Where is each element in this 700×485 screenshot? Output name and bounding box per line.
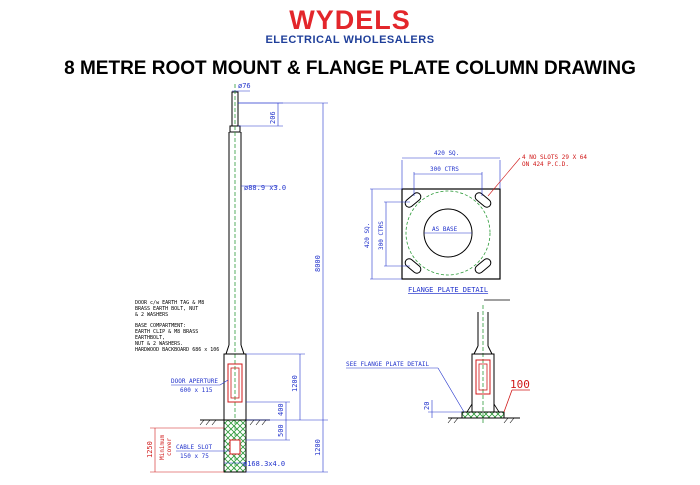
svg-text:NUT & 2 WASHERS.: NUT & 2 WASHERS. [135, 341, 183, 347]
flange-base-plate [461, 411, 505, 419]
see-flange-note: SEE FLANGE PLATE DETAIL [346, 361, 429, 368]
flange-column-elevation [447, 305, 520, 425]
svg-text:HARDWOOD BACKBOARD 686 x 106: HARDWOOD BACKBOARD 686 x 106 [135, 347, 219, 353]
svg-text:EARTH CLIP & M8 BRASS: EARTH CLIP & M8 BRASS [135, 329, 198, 335]
svg-text:EARTHBOLT,: EARTHBOLT, [135, 335, 165, 341]
as-base-label: AS BASE [432, 226, 458, 233]
base-note: BASE COMPARTMENT: EARTH CLIP & M8 BRASS … [135, 323, 219, 353]
column-elevation [199, 84, 270, 473]
flange-caption: FLANGE PLATE DETAIL [408, 286, 488, 294]
logo-brand: WYDELS [289, 5, 411, 35]
logo: WYDELS ELECTRICAL WHOLESALERS [0, 6, 700, 46]
door-note: DOOR c/w EARTH TAG & M8 BRASS EARTH BOLT… [135, 300, 204, 318]
root-label-line1: Minimum [159, 434, 166, 460]
slots-note-line2: ON 424 P.C.D. [522, 161, 569, 168]
dim-1200-lower: 1200 [314, 439, 322, 456]
logo-tagline: ELECTRICAL WHOLESALERS [265, 34, 435, 46]
shaft-diameter-label: ø88.9 x3.0 [244, 184, 286, 192]
dim-20: 20 [423, 402, 431, 410]
flange-pcd-circle [405, 190, 491, 276]
top-diameter-label: ø76 [238, 82, 251, 90]
svg-text:BRASS EARTH BOLT, NUT: BRASS EARTH BOLT, NUT [135, 306, 198, 312]
root-depth-label: 1250 [146, 441, 154, 458]
flange-plate-square [401, 188, 501, 280]
dim-400: 400 [277, 403, 285, 416]
dim-500: 500 [277, 424, 285, 437]
overall-height-label: 8000 [314, 255, 322, 272]
door-aperture [227, 363, 243, 403]
cable-slot-size: 150 x 75 [180, 453, 209, 460]
svg-text:DOOR c/w EARTH TAG & M8: DOOR c/w EARTH TAG & M8 [135, 300, 204, 306]
cable-slot [229, 439, 241, 455]
door-aperture-label: DOOR APERTURE [171, 378, 218, 385]
root-label-line2: cover [166, 438, 173, 456]
flange-ctrs-v-label: 300 CTRS [378, 221, 385, 250]
flange-slots [404, 192, 492, 274]
door-aperture-size: 600 x 115 [180, 387, 213, 394]
svg-text:BASE COMPARTMENT:: BASE COMPARTMENT: [135, 323, 186, 329]
flange-width-label: 420 SQ. [434, 150, 459, 157]
spigot-length-label: 206 [269, 111, 277, 124]
flange-column-door [475, 359, 491, 395]
flange-height-label: 420 SQ. [364, 223, 371, 248]
flange-ctrs-h-label: 300 CTRS [430, 166, 459, 173]
root-diameter-label: ø168.3x4.0 [243, 460, 285, 468]
cable-slot-label: CABLE SLOT [176, 444, 213, 451]
page-title: 8 METRE ROOT MOUNT & FLANGE PLATE COLUMN… [64, 58, 636, 79]
dim-100: 100 [510, 378, 530, 391]
dim-1200-upper: 1200 [291, 375, 299, 392]
svg-text:& 2 WASHERS: & 2 WASHERS [135, 312, 168, 318]
flange-plan: AS BASE [401, 188, 501, 280]
slots-note-line1: 4 NO SLOTS 29 X 64 [522, 154, 587, 161]
